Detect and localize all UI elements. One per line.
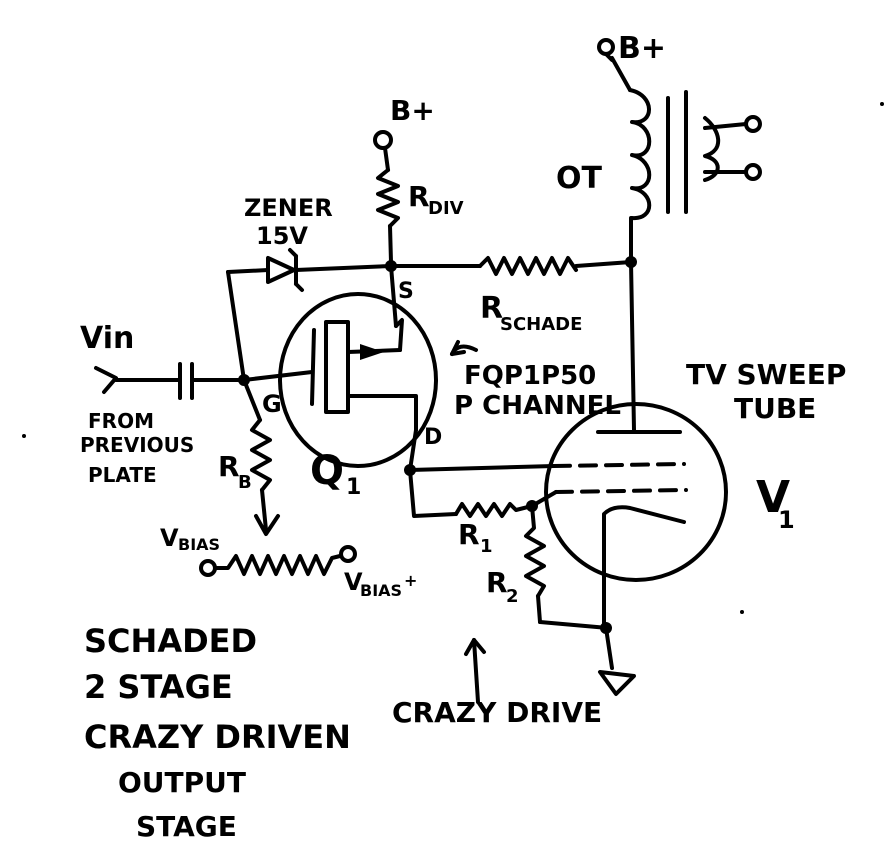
vbias-plus-sub-label: BIAS <box>360 581 402 600</box>
vbias-plus-label: V <box>344 568 363 596</box>
tube-grid-2 <box>554 488 688 494</box>
channel-arrow <box>360 344 384 360</box>
rb-sub-label: B <box>238 472 252 493</box>
gate-wire <box>242 370 314 382</box>
stray-dot <box>22 434 26 438</box>
vbias-terminal-left <box>199 559 217 577</box>
rschade-lead-right <box>574 260 633 268</box>
bplus-lead-wire <box>610 56 632 92</box>
zener-voltage-label: 15V <box>256 222 308 250</box>
plate-wire <box>629 260 636 432</box>
title-line-3: CRAZY DRIVEN <box>84 718 351 756</box>
secondary-terminal-top <box>744 115 762 133</box>
title-line-5: STAGE <box>136 810 237 843</box>
rb-resistor <box>250 418 272 492</box>
rdiv-label: R <box>408 180 430 213</box>
ot-label: OT <box>556 161 603 196</box>
stray-dot <box>880 102 884 106</box>
tube-cathode <box>602 505 686 628</box>
vin-label: Vin <box>80 321 134 356</box>
secondary-lead-top <box>703 122 748 130</box>
r1-label: R <box>458 518 480 551</box>
rb-label: R <box>218 450 240 483</box>
ground-lead <box>604 626 614 670</box>
mosfet-channel <box>324 320 350 414</box>
tube-name-label-2: TUBE <box>734 392 816 425</box>
rschade-label: R <box>480 291 503 326</box>
from-label-1: FROM <box>88 409 154 433</box>
q1-sub-label: 1 <box>346 475 361 500</box>
gate-label: G <box>262 390 282 418</box>
rschade-resistor <box>478 256 578 276</box>
r1-resistor <box>454 502 534 518</box>
grid2-wire <box>530 490 558 508</box>
fqp-pointer-head <box>450 340 466 356</box>
zener-to-gate-wire <box>226 270 246 382</box>
tube-envelope <box>544 402 728 582</box>
bplus-mid-label: B+ <box>390 94 435 127</box>
stray-dot <box>740 610 744 614</box>
source-kink <box>394 318 404 352</box>
from-label-2: PREVIOUS <box>80 433 194 457</box>
rdiv-lead-top <box>383 146 390 172</box>
rdiv-lead-bottom <box>388 224 393 264</box>
vbias-terminal-right <box>339 545 357 563</box>
rdiv-resistor <box>376 168 400 228</box>
vbias-sub-label: BIAS <box>178 535 220 554</box>
output-transformer-primary <box>628 88 652 221</box>
r2-label: R <box>486 566 508 599</box>
vbias-label: V <box>160 524 179 552</box>
fqp-part-label: FQP1P50 <box>464 361 596 391</box>
drain-label: D <box>424 425 442 450</box>
vbias-plus-mark: + <box>404 571 417 590</box>
zener-lead-left <box>226 268 270 274</box>
fqp-type-label: P CHANNEL <box>454 391 621 421</box>
tube-name-label-1: TV SWEEP <box>686 358 846 391</box>
vin-input-arrow <box>94 366 118 394</box>
vbias-potentiometer <box>213 554 342 576</box>
title-line-4: OUTPUT <box>118 766 246 799</box>
source-label: S <box>398 279 414 304</box>
crazy-drive-label: CRAZY DRIVE <box>392 696 602 729</box>
r2-sub-label: 2 <box>506 586 519 607</box>
r2-resistor <box>524 504 546 598</box>
rb-lead-bottom <box>260 488 268 532</box>
rb-lead-top <box>242 378 262 422</box>
tube-grid-1 <box>552 462 686 468</box>
zener-label: ZENER <box>244 194 333 222</box>
bplus-top-label: B+ <box>618 31 666 66</box>
rb-wiper-arrow <box>254 514 280 536</box>
zener-lead-right <box>294 264 393 272</box>
v1-label: V <box>756 472 790 523</box>
mosfet-envelope <box>278 292 438 468</box>
v1-sub-label: 1 <box>778 506 795 534</box>
ground-symbol <box>598 670 636 696</box>
title-line-2: 2 STAGE <box>84 668 233 706</box>
source-wire <box>389 264 398 328</box>
rdiv-sub-label: DIV <box>428 198 464 219</box>
drain-wire <box>408 428 458 518</box>
title-line-1: SCHADED <box>84 622 257 660</box>
rschade-sub-label: SCHADE <box>500 314 582 335</box>
drain-to-grid1-wire <box>408 464 556 472</box>
ground-bus-wire <box>538 620 610 630</box>
crazy-drive-arrow <box>472 638 480 704</box>
bplus-terminal-mid <box>373 130 393 150</box>
q1-label: Q <box>310 448 344 494</box>
mosfet-gate-plate <box>310 328 316 406</box>
r2-lead-bottom <box>536 594 542 624</box>
from-label-3: PLATE <box>88 463 157 487</box>
r1-sub-label: 1 <box>480 536 493 557</box>
secondary-terminal-bottom <box>744 163 762 181</box>
drain-connection <box>346 394 418 432</box>
crazy-drive-arrow-head <box>464 638 486 656</box>
